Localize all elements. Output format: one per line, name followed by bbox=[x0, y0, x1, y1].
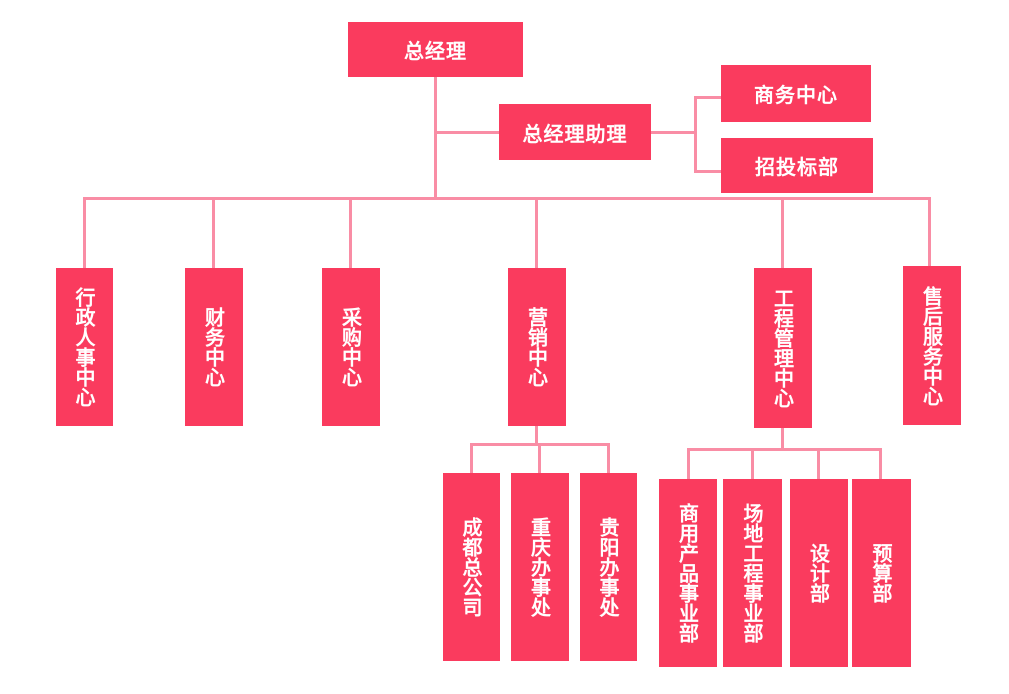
node-business-center: 商务中心 bbox=[721, 65, 871, 122]
connector-drop-finance bbox=[212, 197, 215, 268]
connector-marketing-stem bbox=[535, 426, 538, 446]
connector-gm-trunk-vertical bbox=[434, 77, 437, 200]
connector-to-bidding-dept bbox=[694, 170, 721, 173]
connector-drop-engineering bbox=[781, 197, 784, 268]
node-budget-dept: 预算部 bbox=[852, 479, 911, 667]
connector-main-rail bbox=[83, 197, 931, 200]
connector-drop-commercial-product bbox=[687, 448, 690, 479]
connector-drop-budget bbox=[879, 448, 882, 479]
connector-drop-chengdu bbox=[470, 443, 473, 473]
connector-drop-aftersales bbox=[928, 197, 931, 266]
node-bidding-dept: 招投标部 bbox=[721, 138, 873, 193]
node-guiyang-office: 贵阳办事处 bbox=[580, 473, 637, 661]
connector-assistant-left bbox=[434, 131, 499, 134]
connector-drop-marketing bbox=[535, 197, 538, 268]
node-aftersales-service-center: 售后服务中心 bbox=[903, 266, 961, 425]
node-site-engineering-div: 场地工程事业部 bbox=[723, 479, 782, 667]
node-general-manager: 总经理 bbox=[348, 22, 523, 77]
connector-drop-design bbox=[817, 448, 820, 479]
node-design-dept: 设计部 bbox=[790, 479, 848, 667]
node-admin-hr-center: 行政人事中心 bbox=[56, 268, 113, 426]
connector-drop-admin-hr bbox=[83, 197, 86, 268]
node-commercial-product-div: 商用产品事业部 bbox=[659, 479, 717, 667]
connector-to-business-center bbox=[694, 96, 721, 99]
connector-engineering-stem bbox=[781, 428, 784, 450]
node-finance-center: 财务中心 bbox=[185, 268, 243, 426]
node-chongqing-office: 重庆办事处 bbox=[511, 473, 569, 661]
connector-drop-guiyang bbox=[607, 443, 610, 473]
connector-drop-site-engineering bbox=[751, 448, 754, 479]
connector-drop-chongqing bbox=[538, 443, 541, 473]
connector-drop-procurement bbox=[349, 197, 352, 268]
node-gm-assistant: 总经理助理 bbox=[499, 104, 651, 160]
node-engineering-mgmt-center: 工程管理中心 bbox=[754, 268, 812, 428]
connector-assistant-bracket-vertical bbox=[694, 96, 697, 173]
node-procurement-center: 采购中心 bbox=[322, 268, 380, 426]
node-marketing-center: 营销中心 bbox=[508, 268, 566, 426]
connector-engineering-rail bbox=[687, 448, 882, 451]
connector-assistant-right bbox=[651, 131, 695, 134]
node-chengdu-hq: 成都总公司 bbox=[443, 473, 500, 661]
